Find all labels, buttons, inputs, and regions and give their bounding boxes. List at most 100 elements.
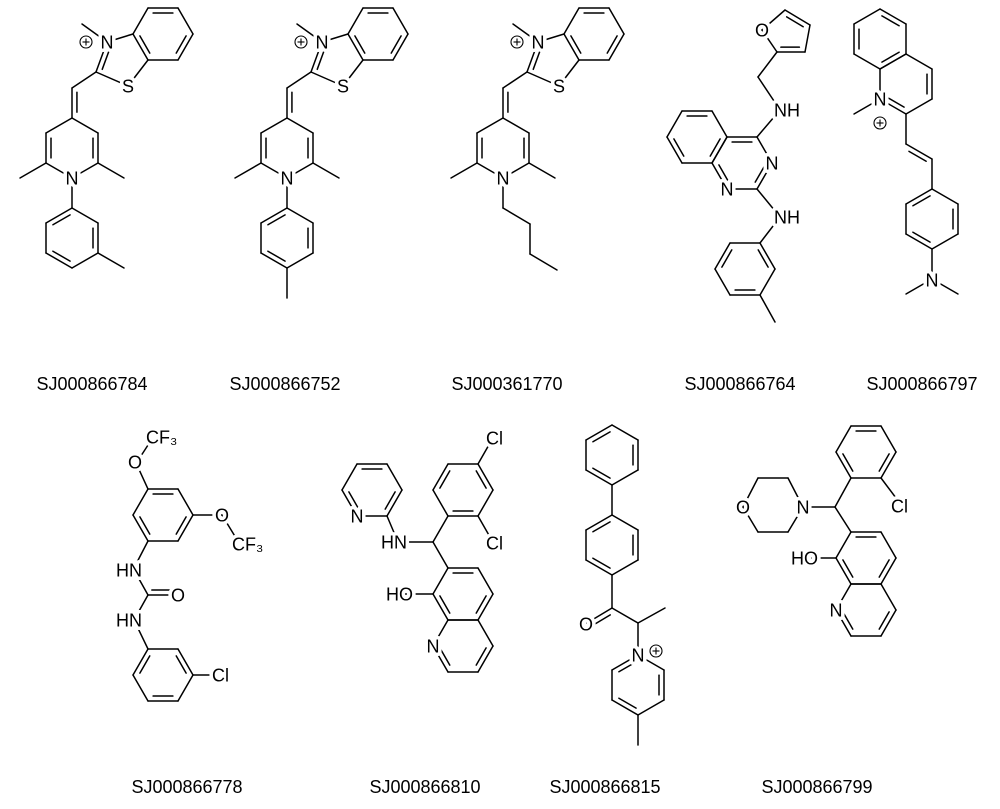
bond (611, 654, 639, 671)
double-bond-line (101, 48, 111, 71)
double-bond-line (881, 51, 900, 63)
atom-label: N (926, 271, 939, 291)
positive-charge-icon (79, 35, 93, 49)
bond (666, 136, 683, 164)
double-bond-line (592, 521, 611, 533)
double-bond-line (354, 35, 366, 54)
bond (45, 117, 73, 134)
double-bond-line (348, 491, 360, 510)
bond (585, 469, 613, 486)
atom-label: N (427, 637, 440, 657)
compound-id-label: SJ000866764 (684, 374, 795, 394)
double-bond-line (878, 611, 890, 630)
bond (931, 278, 959, 295)
bond (392, 7, 409, 35)
double-bond-line (475, 470, 487, 489)
bond (611, 559, 639, 576)
atom-label: O (128, 453, 142, 473)
bond (757, 51, 778, 78)
double-bond-line (673, 138, 685, 157)
bond (611, 699, 639, 716)
atom-label: N (766, 154, 779, 174)
double-bond-line (532, 48, 542, 71)
bond (132, 488, 149, 516)
bond (759, 268, 776, 296)
bond (563, 7, 580, 35)
bond (784, 9, 811, 26)
bond (637, 607, 666, 624)
double-bond-line (912, 231, 931, 243)
bond (905, 98, 933, 115)
molecule-1: NSN (234, 7, 409, 299)
atom-label: HN (381, 533, 407, 553)
double-bond-line (842, 559, 854, 578)
bond (526, 41, 539, 73)
atom-label: N (797, 498, 810, 518)
atom-label: NH (774, 208, 800, 228)
bond (835, 425, 852, 453)
atom-label: N (101, 33, 114, 53)
bond (341, 463, 358, 491)
bond (177, 33, 194, 61)
bond (835, 583, 852, 611)
bond (585, 514, 613, 531)
bond (432, 645, 449, 673)
bond (341, 489, 358, 517)
bond (342, 59, 364, 87)
bond (714, 268, 731, 296)
bond (286, 252, 314, 269)
double-bond-line (618, 697, 637, 709)
double-bond-line (721, 249, 733, 268)
atom-label: O (579, 615, 593, 635)
double-bond-line (384, 491, 396, 510)
double-bond-line (390, 35, 402, 54)
bond (835, 609, 852, 637)
bond (834, 477, 852, 508)
double-bond-line (475, 647, 487, 666)
atom-label: Cl (486, 429, 503, 449)
double-bond-line (842, 611, 854, 630)
bond (347, 33, 364, 61)
bond (347, 7, 364, 35)
atom-label: N (721, 180, 734, 200)
double-bond-line (52, 214, 71, 226)
bond (234, 162, 262, 179)
atom-label: N (830, 601, 843, 621)
bond (835, 451, 852, 479)
double-bond-line (139, 655, 151, 674)
bond (880, 477, 897, 499)
bond (761, 29, 778, 53)
atom-label: S (337, 77, 349, 97)
bond (905, 143, 933, 160)
bond (432, 515, 449, 543)
bond (286, 117, 314, 134)
bond (637, 654, 665, 671)
atom-label: N (351, 507, 364, 527)
bond (502, 117, 530, 134)
atom-label: NH (774, 101, 800, 121)
bond (106, 33, 134, 43)
bond (71, 71, 97, 89)
bond (711, 110, 728, 138)
atom-label: CF₃ (146, 428, 177, 448)
molecule-7: ON (575, 424, 666, 746)
bond (756, 188, 781, 218)
bond (637, 699, 665, 716)
double-bond-line (439, 647, 451, 666)
double-bond-line (592, 557, 611, 569)
double-bond-line (881, 15, 900, 27)
double-bond-line (878, 453, 890, 472)
atom-label: HN (116, 611, 142, 631)
bond (879, 8, 907, 25)
atom-label: N (532, 33, 545, 53)
double-bond-line (757, 249, 769, 268)
bond (97, 162, 125, 179)
bond (260, 117, 288, 134)
bond (477, 645, 494, 673)
double-bond-line (785, 16, 804, 28)
bond (260, 252, 288, 269)
atom-label: S (122, 77, 134, 97)
atom-label: N (497, 169, 510, 189)
bond (432, 567, 449, 595)
bond (432, 593, 449, 621)
